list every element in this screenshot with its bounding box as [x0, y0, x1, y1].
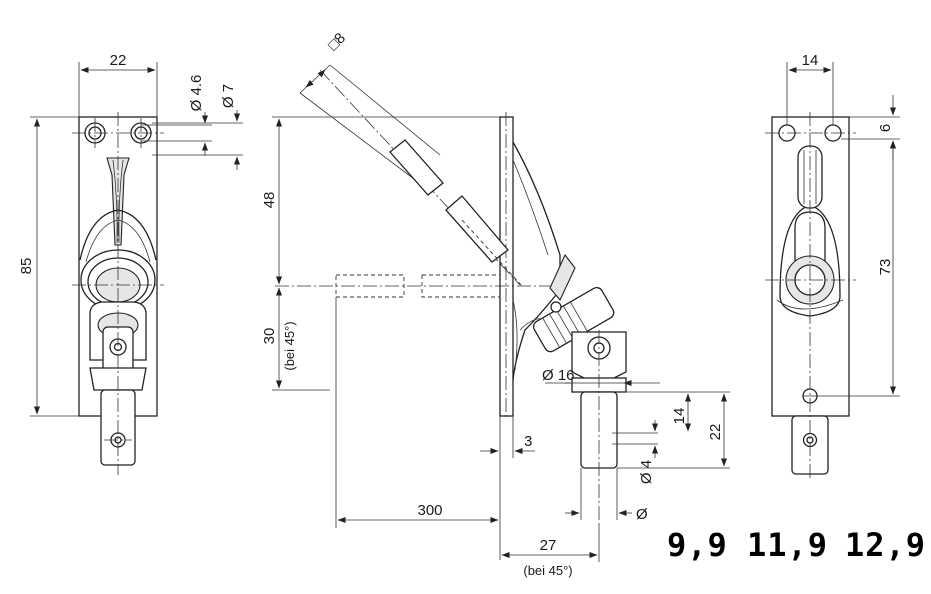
rear-boss	[779, 204, 841, 317]
size-codes: 9,9 11,9 12,9	[667, 526, 926, 564]
hole-large-diameter: Ø 7	[220, 84, 237, 108]
stub-length-dimension: 14	[671, 408, 688, 425]
inclined-shaft	[299, 64, 523, 287]
front-view: 22 85 Ø 4.6 Ø 7	[18, 52, 243, 475]
size-code-1: 9,9	[667, 526, 728, 564]
side-plate	[499, 116, 514, 417]
lower-height-dimension: 30	[261, 328, 278, 345]
plate-thickness-dimension: 3	[524, 433, 532, 450]
end-diameter-dimension: Ø	[636, 506, 648, 523]
size-code-3: 12,9	[845, 526, 926, 564]
side-view: 48 30 (bei 45°) □8 Ø 16 3 300 27 (bei 45…	[261, 30, 730, 578]
lever-bracket	[512, 141, 561, 381]
rear-width-dimension: 14	[802, 52, 819, 69]
rear-height-dimension: 73	[877, 259, 894, 276]
lower-height-note: (bei 45°)	[282, 321, 297, 370]
offset-note: (bei 45°)	[523, 563, 572, 578]
shaft-diameter-dimension: Ø 16	[542, 367, 575, 384]
horizontal-shaft-hidden	[275, 274, 560, 298]
bore-diameter-dimension: Ø 4	[638, 460, 655, 484]
rear-view: 14 6 73	[765, 52, 900, 478]
rear-top-offset-dimension: 6	[877, 124, 894, 132]
size-code-2: 11,9	[747, 526, 828, 564]
front-height-dimension: 85	[18, 258, 35, 275]
reach-dimension: 300	[417, 502, 442, 519]
square-size-dimension: □8	[325, 30, 349, 54]
front-width-dimension: 22	[110, 52, 127, 69]
rear-lever	[797, 145, 823, 209]
hole-small-diameter: Ø 4.6	[188, 75, 205, 112]
stub-total-dimension: 22	[707, 424, 724, 441]
offset-dimension: 27	[540, 537, 557, 554]
upper-height-dimension: 48	[261, 192, 278, 209]
